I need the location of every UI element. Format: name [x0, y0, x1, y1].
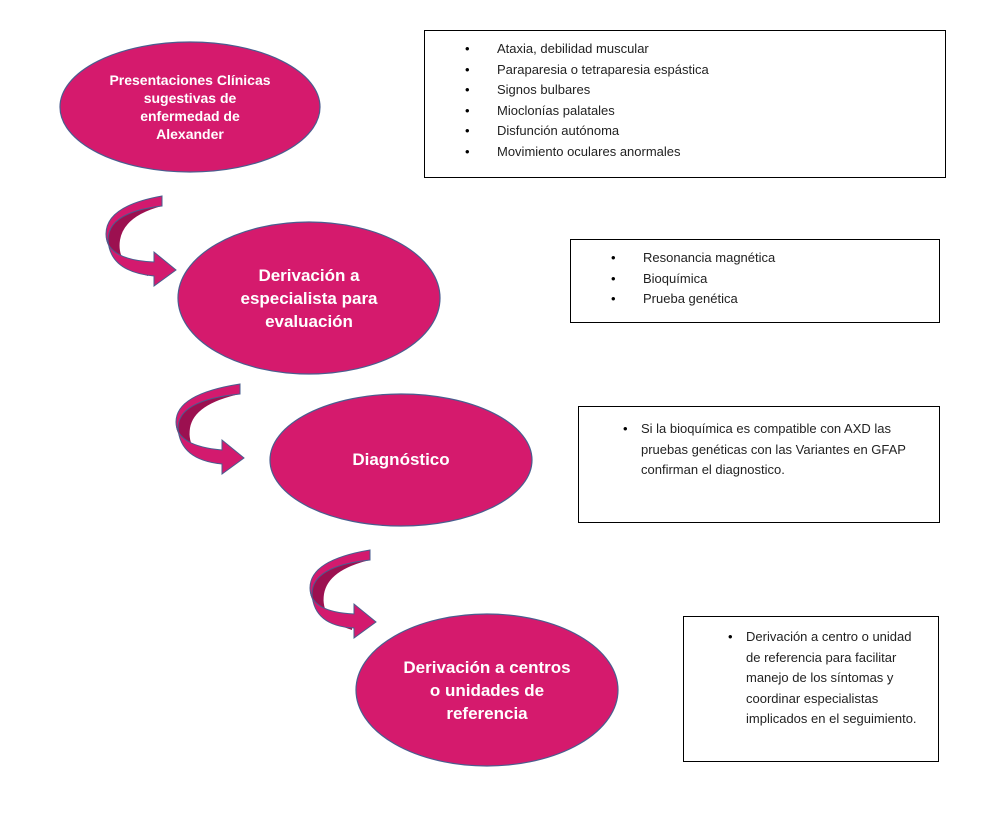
node-1-line-4: Alexander: [156, 126, 224, 142]
curved-arrow-2: [175, 383, 245, 475]
node-shape-derivacion-centros: [355, 613, 619, 767]
list-item: Mioclonías palatales: [425, 101, 945, 122]
node-1-line-2: sugestivas de: [143, 90, 237, 106]
list-item: Paraparesia o tetraparesia espástica: [425, 60, 945, 81]
list-item: Si la bioquímica es compatible con AXD l…: [579, 419, 939, 481]
node-diagnostico: Diagnóstico: [270, 394, 532, 526]
referral-list: Derivación a centro o unidad de referenc…: [684, 627, 938, 730]
list-item: Prueba genética: [571, 289, 939, 310]
node-2-line-3: evaluación: [265, 311, 353, 331]
node-3-line-1: Diagnóstico: [352, 450, 450, 469]
curved-arrow-3: [309, 549, 377, 639]
curved-arrow-1: [105, 195, 177, 287]
symptoms-box: Ataxia, debilidad muscular Paraparesia o…: [424, 30, 946, 178]
list-item: Resonancia magnética: [571, 248, 939, 269]
node-shape-presentaciones: [59, 41, 321, 173]
node-shape-diagnostico: [269, 393, 533, 527]
list-item: Movimiento oculares anormales: [425, 142, 945, 163]
list-item: Signos bulbares: [425, 80, 945, 101]
node-shape-derivacion-especialista: [177, 221, 441, 375]
node-1-line-3: enfermedad de: [140, 108, 240, 124]
node-2-line-2: especialista para: [240, 288, 378, 308]
list-item: Bioquímica: [571, 269, 939, 290]
node-derivacion-centros: Derivación a centros o unidades de refer…: [356, 614, 618, 766]
diagnosis-box: Si la bioquímica es compatible con AXD l…: [578, 406, 940, 523]
referral-box: Derivación a centro o unidad de referenc…: [683, 616, 939, 762]
node-1-line-1: Presentaciones Clínicas: [109, 72, 271, 88]
evaluation-tests-list: Resonancia magnética Bioquímica Prueba g…: [571, 248, 939, 310]
node-4-line-1: Derivación a centros: [403, 657, 571, 677]
evaluation-tests-box: Resonancia magnética Bioquímica Prueba g…: [570, 239, 940, 323]
list-item: Disfunción autónoma: [425, 121, 945, 142]
symptoms-list: Ataxia, debilidad muscular Paraparesia o…: [425, 39, 945, 162]
node-4-line-2: o unidades de: [429, 680, 545, 700]
list-item: Ataxia, debilidad muscular: [425, 39, 945, 60]
node-2-line-1: Derivación a: [258, 265, 360, 285]
list-item: Derivación a centro o unidad de referenc…: [684, 627, 938, 730]
node-derivacion-especialista: Derivación a especialista para evaluació…: [178, 222, 440, 374]
diagnosis-list: Si la bioquímica es compatible con AXD l…: [579, 419, 939, 481]
node-4-line-3: referencia: [446, 703, 528, 723]
node-presentaciones-clinicas: Presentaciones Clínicas sugestivas de en…: [60, 42, 320, 172]
